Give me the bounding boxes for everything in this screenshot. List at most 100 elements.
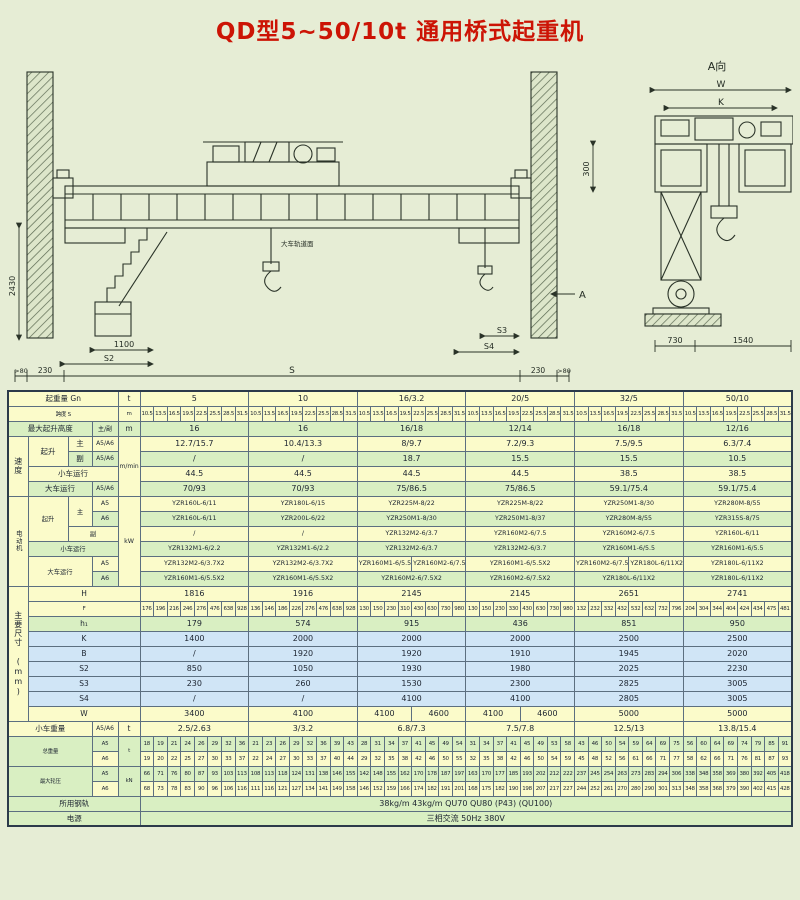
side-dimensions [649,86,792,352]
table-cell: 163 [465,765,480,782]
table-cell: 59.1/75.4 [574,480,684,497]
table-cell: 260 [248,675,358,692]
table-cell: 76 [166,765,182,782]
table-cell: 182 [492,780,508,797]
table-cell: 70/93 [139,480,250,497]
table-cell: 15.5 [574,450,684,467]
table-cell: 50 [533,750,548,767]
table-cell: 1916 [248,585,358,602]
table-cell: 1910 [465,645,576,662]
table-cell: 280 [628,780,643,797]
table-cell: h₁ [27,615,141,632]
table-cell: 26 [193,735,209,752]
table-cell: 主 [67,435,93,452]
table-cell: 369 [723,765,738,782]
table-cell: 212 [546,765,562,782]
table-cell: YZR160M1-6/5.5X2 [356,555,413,572]
table-cell: 127 [288,780,304,797]
table-cell: 23 [261,735,277,752]
table-cell: 7.2/9.3 [465,435,576,452]
table-cell: 330 [506,600,521,617]
table-cell: t [117,390,141,407]
table-cell: 428 [777,780,793,797]
table-cell: YZR200L-6/22 [248,510,358,527]
table-cell: 310 [397,600,413,617]
table-cell: A5/A6 [91,720,119,737]
table-cell: 368 [709,780,725,797]
table-cell: 142 [356,765,372,782]
table-cell: 3005 [682,690,793,707]
table-cell: 22.5 [302,405,318,422]
table-cell: 35 [478,750,494,767]
table-cell: 2000 [356,630,467,647]
sv-hook-block [710,205,738,219]
table-cell: 380 [736,765,752,782]
table-cell: 2500 [574,630,684,647]
dim-80-right-label: >80 [557,367,571,375]
table-cell: 306 [669,765,684,782]
table-cell: 3005 [682,675,793,692]
table-cell: 6.3/7.4 [682,435,793,452]
table-cell: 290 [641,780,657,797]
table-cell: 30 [288,750,304,767]
table-cell: 358 [696,780,711,797]
table-cell: 230 [139,675,250,692]
table-cell: 159 [383,780,399,797]
table-cell: 430 [519,600,535,617]
table-cell: 78 [166,780,182,797]
table-cell: 16 [139,420,250,437]
table-cell: 46 [424,750,440,767]
table-cell: 69 [723,735,738,752]
table-cell: 1530 [356,675,467,692]
table-cell: 1920 [356,645,467,662]
table-cell: 2145 [356,585,467,602]
table-cell: 405 [764,765,779,782]
table-cell: 27 [275,750,290,767]
table-cell: 25.5 [641,405,657,422]
table-cell: 73 [153,780,168,797]
table-cell: 1945 [574,645,684,662]
table-cell: 75/86.5 [465,480,576,497]
table-cell: 4100 [465,690,576,707]
dim-80-left-label: >80 [14,367,28,375]
table-cell: 31 [370,735,385,752]
table-cell: 196 [153,600,168,617]
table-cell: 35 [383,750,399,767]
table-cell: 44.5 [465,465,576,482]
table-cell: 43 [343,735,358,752]
table-cell: YZR160M1-6/5.5X2 [248,570,358,587]
table-cell: 630 [424,600,440,617]
table-cell: 58 [560,735,576,752]
table-cell: 132 [574,600,589,617]
table-cell: YZR132M2-6/3.7 [356,540,467,557]
table-cell: 1816 [139,585,250,602]
table-cell: 796 [669,600,684,617]
table-cell: 大车运行 [27,480,93,497]
table-cell: 电动机 [7,495,29,587]
table-cell: 113 [234,765,250,782]
table-cell: 392 [750,765,766,782]
table-cell: 25.5 [207,405,222,422]
table-cell: 150 [370,600,385,617]
table-cell: 12/14 [465,420,576,437]
table-cell: 230 [492,600,508,617]
table-cell: 2500 [682,630,793,647]
table-cell: 124 [288,765,304,782]
table-cell: m [117,420,141,437]
table-cell: 24 [180,735,195,752]
table-cell: 432 [614,600,630,617]
table-cell: 31.5 [669,405,684,422]
table-cell: 222 [560,765,576,782]
table-cell: 37 [397,735,413,752]
table-cell: 最大起升高度 [7,420,93,437]
sv-girder-left [654,143,708,193]
table-cell: 85 [764,735,779,752]
table-cell: 44.5 [356,465,467,482]
dim-300-label: 300 [582,161,591,176]
table-cell: 481 [777,600,793,617]
table-cell: YZR180L-6/11X2 [574,570,684,587]
table-cell: YZR132M2-6/3.7X2 [139,555,250,572]
table-cell: 43 [574,735,589,752]
